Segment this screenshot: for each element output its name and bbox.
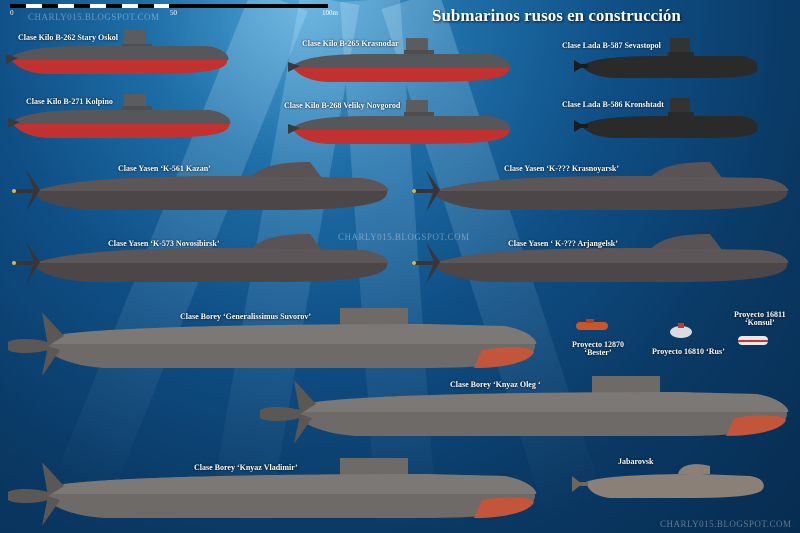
watermark: CHARLY015.BLOGSPOT.COM: [660, 519, 792, 529]
page-title: Submarinos rusos en construcción: [432, 6, 681, 25]
borey-submarine-illustration: [8, 458, 537, 526]
borey-submarine-illustration: [8, 308, 537, 376]
label-kilo-stary-oskol: Clase Kilo B-262 Stary Oskol: [18, 33, 119, 42]
label-yasen-arjangelsk: Clase Yasen ‘ K-??? Arjangelsk’: [508, 239, 618, 248]
label-yasen-kazan: Clase Yasen ‘K-561 Kazan’: [118, 164, 211, 173]
label-proyecto-12870-name: Proyecto 12870: [572, 340, 625, 349]
scale-tick-100: 100m: [322, 9, 338, 17]
rus-submersible-illustration: [670, 323, 692, 338]
label-yasen-krasnoyarsk: Clase Yasen ‘K-??? Krasnoyarsk’: [504, 164, 620, 173]
lada-submarine-illustration: [574, 38, 758, 78]
yasen-submarine-illustration: [412, 162, 789, 212]
bester-submersible-illustration: [576, 319, 608, 330]
label-lada-sevastopol: Clase Lada B-587 Sevastopol: [562, 41, 661, 50]
label-borey-knyaz-oleg: Clase Borey ‘Knyaz Oleg ‘: [450, 380, 541, 389]
label-lada-kronshtadt: Clase Lada B-586 Kronshtadt: [562, 100, 664, 109]
kilo-submarine-illustration: [8, 94, 231, 138]
yasen-submarine-illustration: [12, 162, 389, 212]
label-kilo-kolpino: Clase Kilo B-271 Kolpino: [26, 97, 113, 106]
label-proyecto-12870: Proyecto 12870 ‘Bester’: [572, 340, 625, 358]
kilo-submarine-illustration: [6, 30, 229, 74]
scale-tick-0: 0: [10, 9, 14, 17]
label-borey-knyaz-vladimir: Clase Borey ‘Knyaz Vladimir’: [194, 463, 298, 472]
borey-submarine-illustration: [260, 376, 789, 444]
label-proyecto-16811-vessel: ‘Konsul’: [744, 318, 775, 328]
yasen-submarine-illustration: [412, 234, 789, 284]
label-proyecto-16811: Proyecto 16811 ‘Konsul’: [734, 310, 786, 328]
label-kilo-krasnodar: Clase Kilo B-265 Krasnodar: [302, 39, 399, 48]
label-jabarovsk: Jabarovsk: [618, 457, 654, 466]
label-proyecto-16810: Proyecto 16810 ‘Rus’: [652, 347, 725, 356]
konsul-submersible-illustration: [738, 336, 768, 345]
label-proyecto-16811-name: Proyecto 16811: [734, 310, 786, 319]
yasen-submarine-illustration: [12, 234, 389, 284]
kilo-submarine-illustration: [288, 38, 511, 82]
label-yasen-novosibirsk: Clase Yasen ‘K-573 Novosibirsk’: [108, 239, 220, 248]
lada-submarine-illustration: [574, 98, 758, 138]
kilo-submarine-illustration: [288, 100, 511, 144]
scale-tick-50: 50: [170, 9, 177, 17]
watermark: CHARLY015.BLOGSPOT.COM: [28, 12, 160, 22]
label-kilo-veliky-novgorod: Clase Kilo B-268 Veliky Novgorod: [284, 101, 401, 110]
watermark: CHARLY015.BLOGSPOT.COM: [338, 232, 470, 242]
scale-bar: [10, 4, 328, 8]
label-borey-suvorov: Clase Borey ‘Generalissimus Suvorov’: [180, 312, 312, 321]
label-proyecto-12870-vessel: ‘Bester’: [584, 348, 612, 358]
jabarovsk-submarine-illustration: [572, 464, 764, 498]
